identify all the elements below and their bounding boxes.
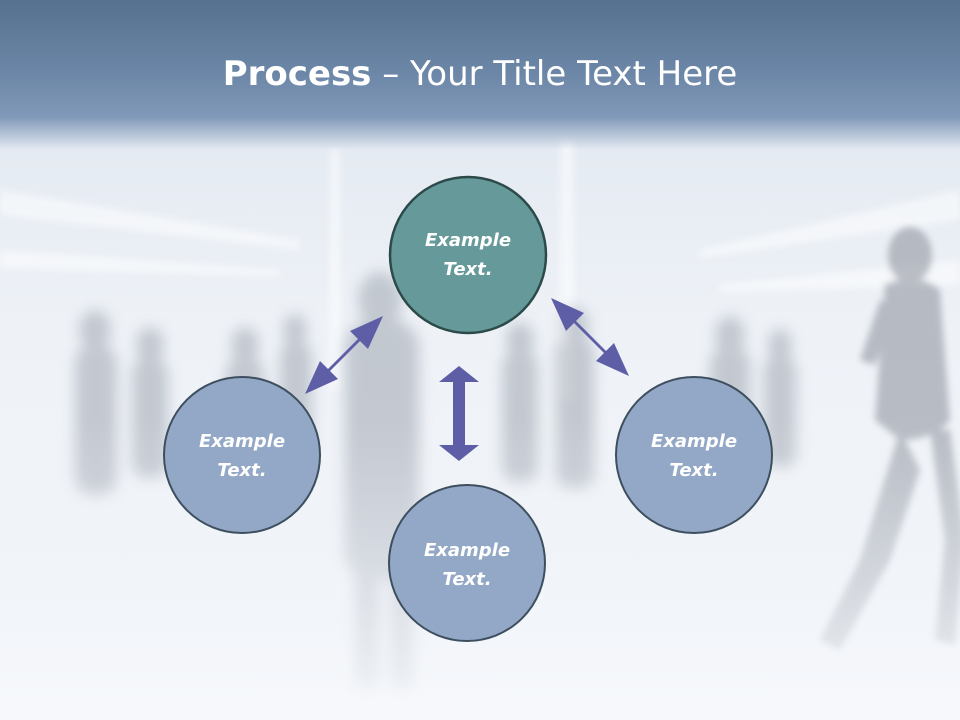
node-top-line1: Example — [425, 230, 511, 251]
node-right-circle — [615, 376, 773, 534]
node-right-line2: Text. — [669, 460, 718, 481]
arrow-top-right — [551, 298, 629, 376]
node-right-line1: Example — [651, 431, 737, 452]
slide-title: Process – Your Title Text Here — [0, 52, 960, 96]
arrow-left-top — [305, 316, 383, 394]
node-bottom: Example Text. — [388, 484, 546, 642]
title-rest: – Your Title Text Here — [371, 54, 738, 94]
node-bottom-line2: Text. — [442, 569, 491, 590]
node-bottom-line1: Example — [424, 540, 510, 561]
node-left-circle — [163, 376, 321, 534]
title-bold: Process — [222, 54, 372, 94]
arrow-vertical — [439, 366, 479, 461]
node-right: Example Text. — [615, 376, 773, 534]
title-bar — [0, 0, 960, 150]
node-top-line2: Text. — [443, 259, 492, 280]
node-bottom-circle — [388, 484, 546, 642]
node-top-circle — [388, 175, 548, 335]
node-left-line1: Example — [199, 431, 285, 452]
node-left-line2: Text. — [217, 460, 266, 481]
node-top: Example Text. — [388, 175, 548, 335]
node-left: Example Text. — [163, 376, 321, 534]
